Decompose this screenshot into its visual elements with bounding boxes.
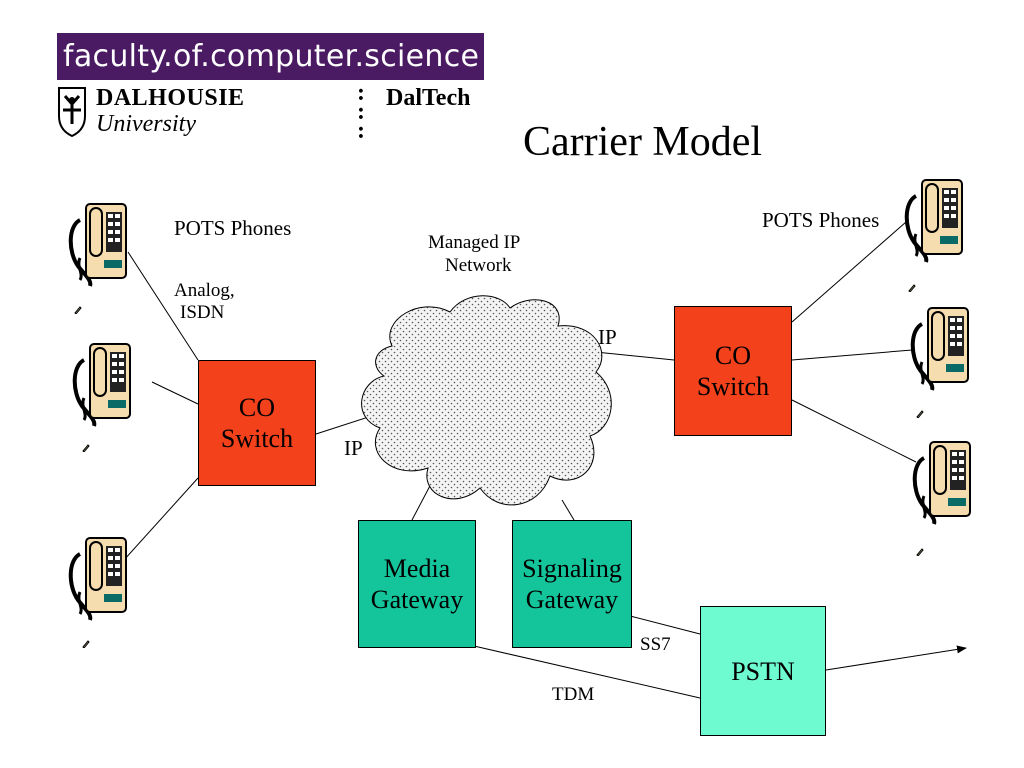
pstn-box: PSTN [700,606,826,736]
telephone-icon [68,203,127,287]
co-switch-right-line1: CO [714,341,752,370]
link-cloud-signaling [561,499,575,521]
pots-phones-label-right: POTS Phones [762,208,880,232]
co-switch-right-line2: Switch [696,372,770,401]
managed-ip-network-cloud [361,295,612,506]
ellipsis-marker-icon [908,284,916,292]
media-gateway-line1: Media [383,554,451,583]
link-media-pstn [473,645,701,699]
pstn-label: PSTN [731,656,795,686]
link-phone3-co [123,477,199,561]
link-pstn-out [825,645,967,671]
telephone-icon [904,179,963,263]
link-co-right-phone1 [791,221,907,323]
ip-label-right: IP [598,325,617,349]
ip-label-left: IP [344,436,363,460]
university-name: DALHOUSIE [96,85,245,111]
ellipsis-marker-icon [82,444,90,452]
telephone-icon [910,307,969,391]
isdn-label: ISDN [180,302,225,323]
telephone-icon [68,537,127,621]
analog-label: Analog, [174,280,235,301]
link-cloud-media [411,481,433,521]
link-co-right-phone3 [791,399,917,463]
ss7-label: SS7 [640,634,671,655]
ellipsis-marker-icon [916,548,924,556]
ellipsis-marker-icon [916,410,924,418]
link-co-right-phone2 [791,349,913,361]
media-gateway-line2: Gateway [370,585,464,614]
link-signaling-pstn [629,615,701,635]
signaling-gateway-line2: Gateway [525,585,619,614]
faculty-banner: faculty.of.computer.science [57,33,484,80]
telephone-icon [72,343,131,427]
ellipsis-marker-icon [82,640,90,648]
pots-phones-label-left: POTS Phones [174,216,292,240]
co-switch-left-line1: CO [238,393,276,422]
telephone-icon [912,441,971,525]
cloud-label-line2: Network [445,255,512,276]
link-phone2-co [151,381,199,405]
signaling-gateway-line1: Signaling [522,554,622,583]
header-separator: : : : [357,80,365,144]
ellipsis-marker-icon [74,306,82,314]
university-subtitle: University [96,111,196,137]
cloud-label-line1: Managed IP [428,232,521,253]
co-switch-left-line2: Switch [220,424,294,453]
link-phone1-co [127,251,199,361]
dalhousie-crest-icon [58,87,86,138]
slide-title: Carrier Model [523,119,763,165]
tdm-label: TDM [552,684,595,705]
campus-name: DalTech [386,85,471,111]
